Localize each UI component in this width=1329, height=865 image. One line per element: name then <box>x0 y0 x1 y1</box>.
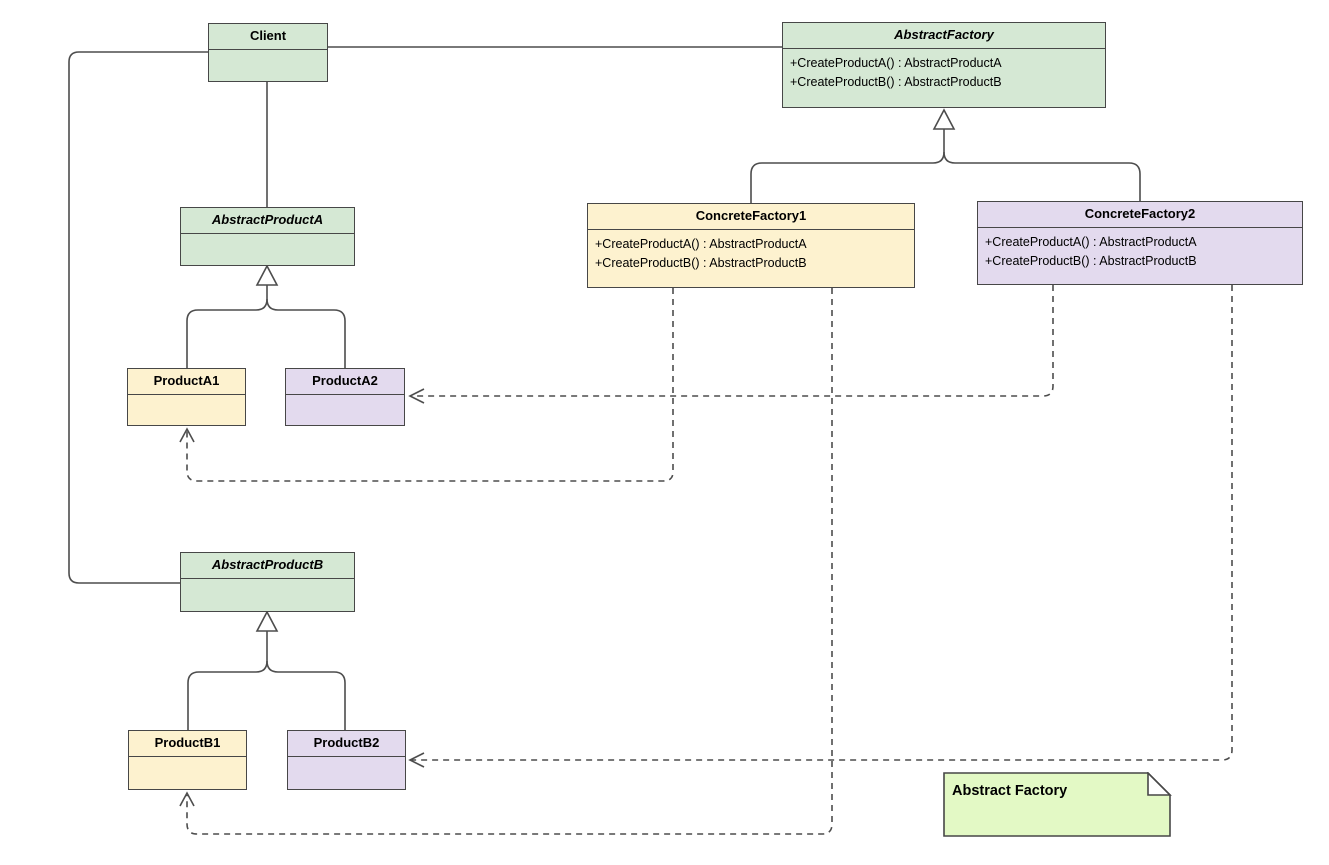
class-product-a2[interactable]: ProductA2 <box>285 368 405 426</box>
class-body: +CreateProductA() : AbstractProductA +Cr… <box>978 228 1302 271</box>
class-title: AbstractProductB <box>181 553 354 579</box>
edge-dependency-cf1-producta1 <box>179 288 674 482</box>
class-title: Client <box>209 24 327 50</box>
note-shape <box>943 771 1172 837</box>
method: +CreateProductB() : AbstractProductB <box>790 75 1002 89</box>
edge-generalization-factories <box>750 108 1141 203</box>
class-body <box>286 395 404 400</box>
method: +CreateProductA() : AbstractProductA <box>985 235 1197 249</box>
generalization-arrow-icon <box>932 108 956 130</box>
method: +CreateProductA() : AbstractProductA <box>595 237 807 251</box>
class-body <box>288 757 405 762</box>
open-arrow-icon <box>408 752 425 768</box>
open-arrow-icon <box>408 388 425 404</box>
class-client[interactable]: Client <box>208 23 328 82</box>
class-title: ProductB1 <box>129 731 246 757</box>
class-concrete-factory1[interactable]: ConcreteFactory1 +CreateProductA() : Abs… <box>587 203 915 288</box>
class-body <box>181 579 354 584</box>
class-title: ProductA1 <box>128 369 245 395</box>
class-title: AbstractFactory <box>783 23 1105 49</box>
open-arrow-icon <box>179 427 195 443</box>
method: +CreateProductA() : AbstractProductA <box>790 56 1002 70</box>
class-body <box>209 50 327 55</box>
class-title: AbstractProductA <box>181 208 354 234</box>
edge-dependency-cf2-producta2 <box>408 285 1054 404</box>
method: +CreateProductB() : AbstractProductB <box>985 254 1197 268</box>
class-product-a1[interactable]: ProductA1 <box>127 368 246 426</box>
edge-dependency-cf2-productb2 <box>408 285 1233 768</box>
class-title: ProductA2 <box>286 369 404 395</box>
class-title: ProductB2 <box>288 731 405 757</box>
method: +CreateProductB() : AbstractProductB <box>595 256 807 270</box>
open-arrow-icon <box>179 791 195 807</box>
note-abstract-factory[interactable]: Abstract Factory <box>943 771 1172 838</box>
class-body: +CreateProductA() : AbstractProductA +Cr… <box>588 230 914 273</box>
note-text: Abstract Factory <box>952 783 1068 799</box>
edge-generalization-products-b <box>187 610 346 730</box>
class-concrete-factory2[interactable]: ConcreteFactory2 +CreateProductA() : Abs… <box>977 201 1303 285</box>
edge-client-abstractproductb <box>68 51 208 584</box>
class-body <box>128 395 245 400</box>
class-abstract-product-a[interactable]: AbstractProductA <box>180 207 355 266</box>
class-product-b1[interactable]: ProductB1 <box>128 730 247 790</box>
class-abstract-factory[interactable]: AbstractFactory +CreateProductA() : Abst… <box>782 22 1106 108</box>
class-body <box>129 757 246 762</box>
class-product-b2[interactable]: ProductB2 <box>287 730 406 790</box>
class-title: ConcreteFactory2 <box>978 202 1302 228</box>
generalization-arrow-icon <box>255 610 279 632</box>
class-body <box>181 234 354 239</box>
edge-generalization-products-a <box>186 264 346 368</box>
class-body: +CreateProductA() : AbstractProductA +Cr… <box>783 49 1105 92</box>
folded-corner-icon <box>1147 771 1172 796</box>
class-abstract-product-b[interactable]: AbstractProductB <box>180 552 355 612</box>
class-title: ConcreteFactory1 <box>588 204 914 230</box>
generalization-arrow-icon <box>255 264 279 286</box>
